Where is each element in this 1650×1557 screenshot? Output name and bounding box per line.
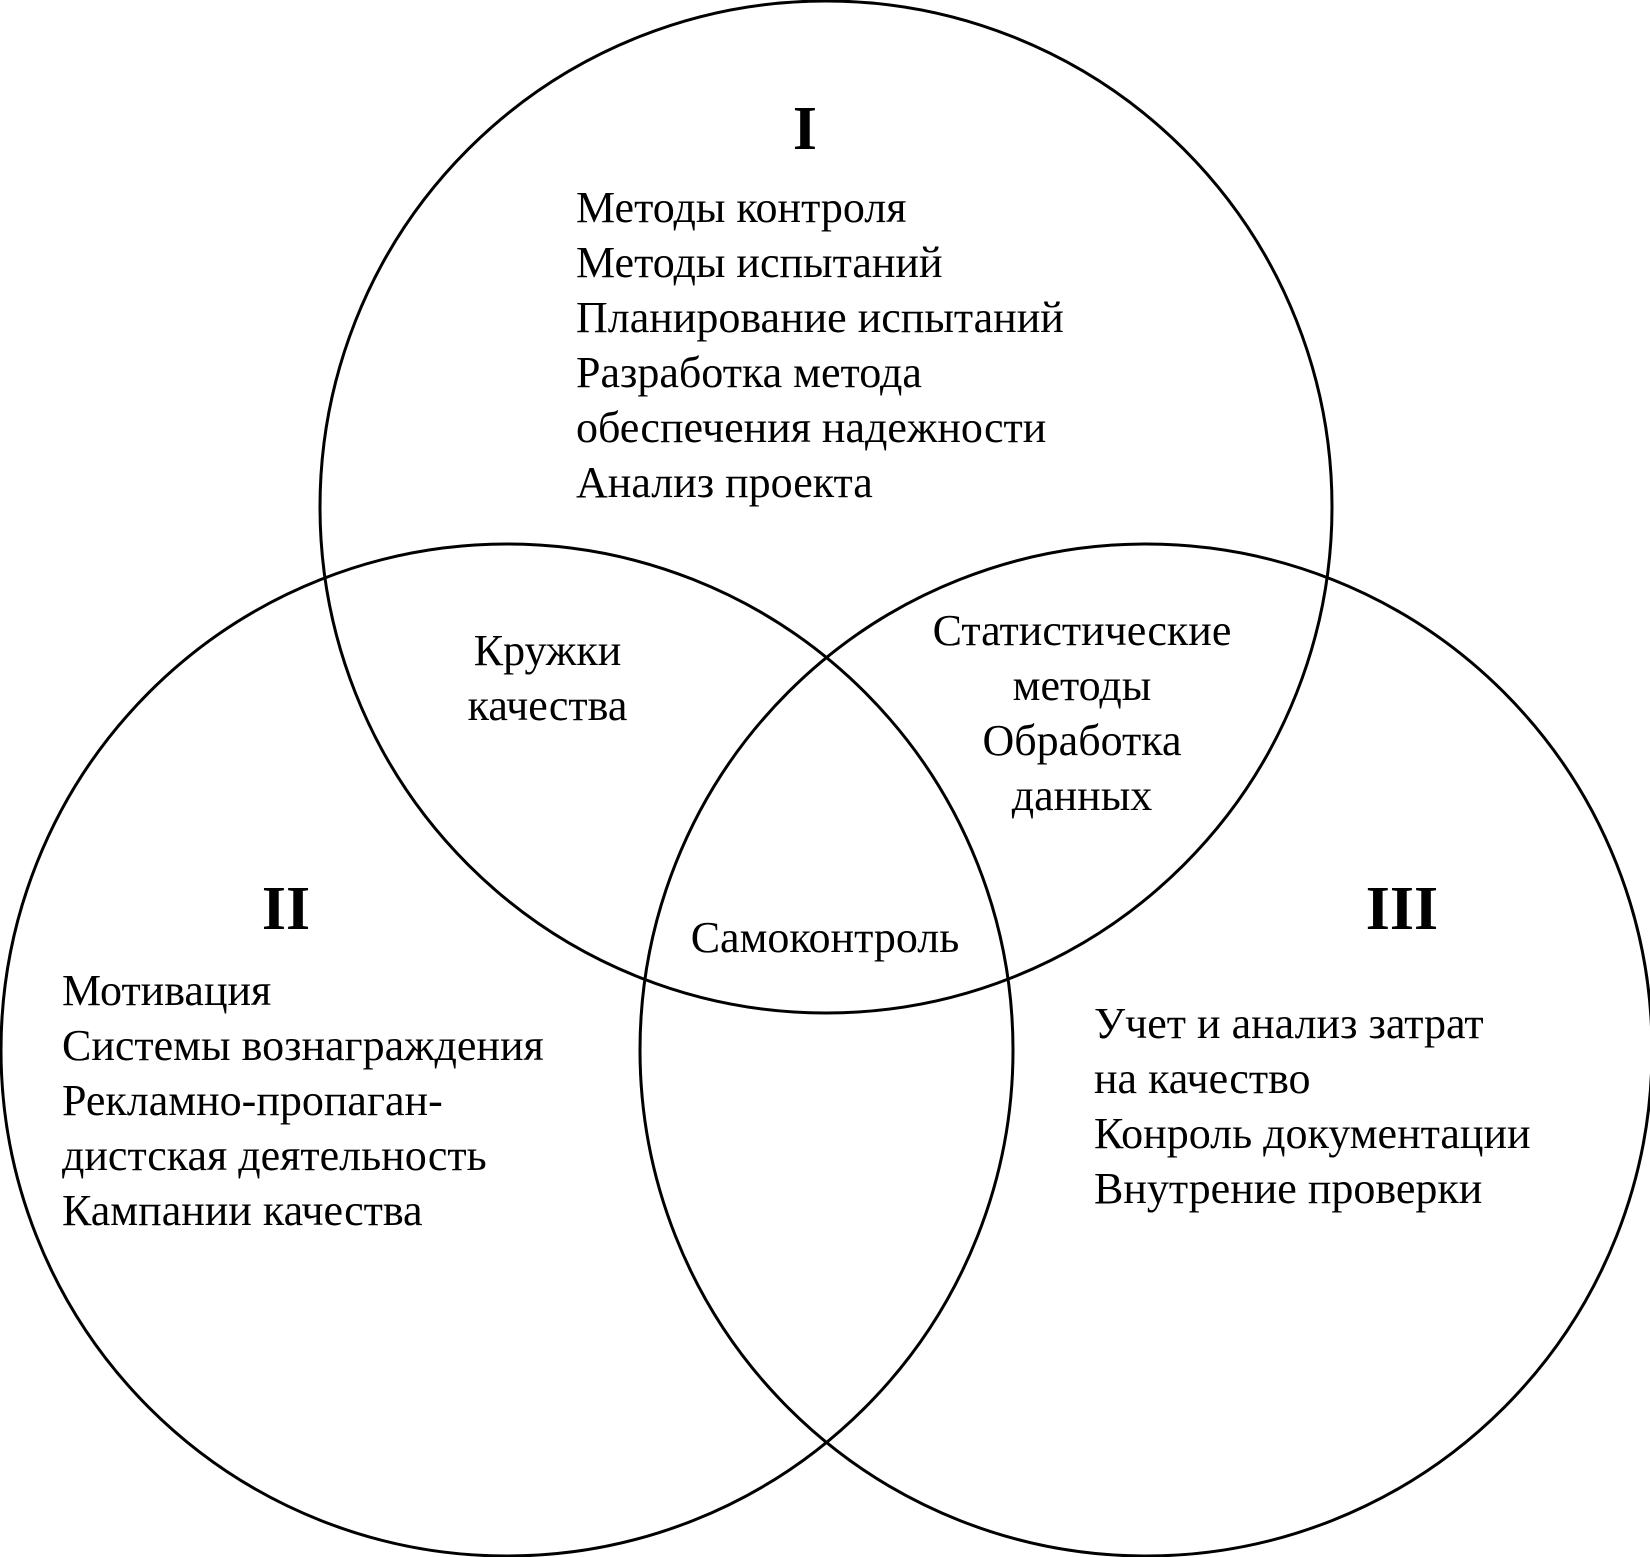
- intersection-label: Обработка: [982, 716, 1182, 765]
- numeral-right: III: [1365, 875, 1439, 943]
- list-item: Кампании качества: [62, 1186, 423, 1235]
- list-item: Методы испытаний: [576, 238, 943, 287]
- left-circle-items: Мотивация Системы вознаграждения Рекламн…: [62, 963, 544, 1238]
- top-circle-items: Методы контроля Методы испытаний Планиро…: [576, 180, 1064, 510]
- list-item: Разработка метода: [576, 348, 922, 397]
- intersection-label: Самоконтроль: [690, 913, 960, 962]
- list-item: на качество: [1094, 1054, 1311, 1103]
- intersection-label: Кружки: [473, 626, 622, 675]
- intersection-center: Самоконтроль: [660, 910, 990, 965]
- intersection-label: методы: [1012, 661, 1152, 710]
- intersection-label: данных: [1011, 771, 1153, 820]
- list-item: Внутрение проверки: [1094, 1164, 1483, 1213]
- numeral-top: I: [792, 95, 818, 163]
- list-item: Системы вознаграждения: [62, 1021, 544, 1070]
- right-circle-items: Учет и анализ затрат на качество Конроль…: [1094, 996, 1531, 1216]
- list-item: дистская деятельность: [62, 1131, 487, 1180]
- list-item: Мотивация: [62, 966, 272, 1015]
- list-item: Планирование испытаний: [576, 293, 1064, 342]
- numeral-left: II: [261, 875, 311, 943]
- list-item: Конроль документации: [1094, 1109, 1531, 1158]
- list-item: Анализ проекта: [576, 458, 873, 507]
- list-item: Рекламно-пропаган-: [62, 1076, 443, 1125]
- intersection-label: качества: [467, 681, 628, 730]
- list-item: Методы контроля: [576, 183, 907, 232]
- intersection-top-right: Статистические методы Обработка данных: [900, 603, 1264, 823]
- circle-left: [0, 542, 1015, 1557]
- intersection-top-left: Кружки качества: [440, 623, 655, 733]
- list-item: обеспечения надежности: [576, 403, 1047, 452]
- circle-right: [638, 542, 1650, 1557]
- circle-top: [318, 0, 1334, 1015]
- list-item: Учет и анализ затрат: [1094, 999, 1484, 1048]
- intersection-label: Статистические: [932, 606, 1232, 655]
